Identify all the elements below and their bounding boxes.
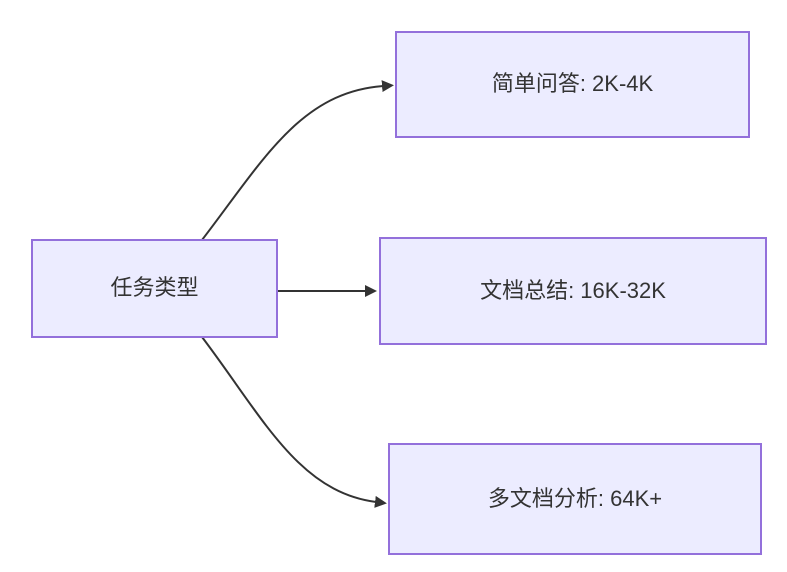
node-doc-summary: 文档总结: 16K-32K (379, 237, 767, 345)
node-multidoc-analysis: 多文档分析: 64K+ (388, 443, 762, 555)
node-multidoc-analysis-label: 多文档分析: 64K+ (487, 485, 663, 511)
edge-root-to-multidoc (201, 336, 387, 508)
node-task-type-label: 任务类型 (110, 275, 199, 301)
node-task-type: 任务类型 (31, 239, 278, 338)
node-simple-qa: 简单问答: 2K-4K (395, 31, 750, 138)
node-doc-summary-label: 文档总结: 16K-32K (480, 277, 666, 303)
node-simple-qa-label: 简单问答: 2K-4K (491, 71, 654, 97)
edge-root-to-simple-qa (201, 80, 394, 241)
